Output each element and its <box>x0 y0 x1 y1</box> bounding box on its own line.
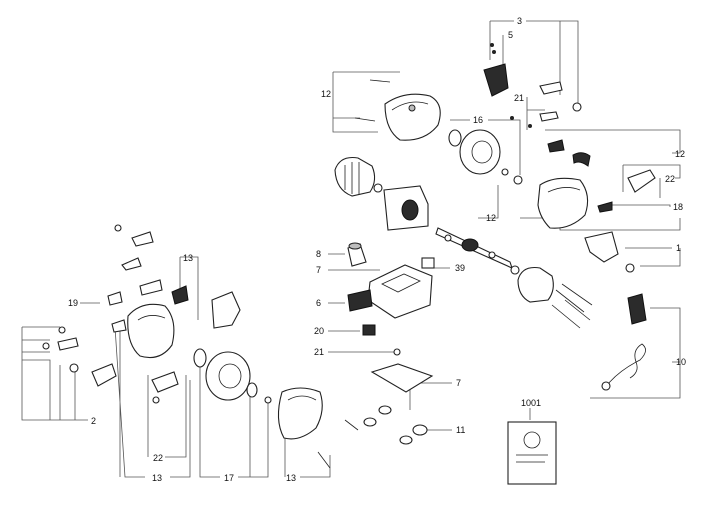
wheel-guard-top-part <box>384 93 441 141</box>
switch-part <box>347 289 373 312</box>
callout-7: 7 <box>316 265 321 275</box>
callout-21: 21 <box>314 347 324 357</box>
tie-rods-part <box>551 283 593 329</box>
callout-17: 17 <box>224 473 234 483</box>
callout-3: 3 <box>517 16 522 26</box>
manual-booklet-part <box>507 421 557 485</box>
callout-12: 12 <box>675 149 685 159</box>
callout-18: 18 <box>673 202 683 212</box>
callout-13: 13 <box>286 473 296 483</box>
callout-10: 10 <box>676 357 686 367</box>
callout-6: 6 <box>316 298 321 308</box>
callout-1001: 1001 <box>521 398 541 408</box>
wheel-guard-right-part <box>537 177 589 229</box>
callout-2: 2 <box>91 416 96 426</box>
cable-plug-part <box>627 293 647 325</box>
power-cord-part <box>607 343 646 385</box>
base-plate-part <box>370 363 434 393</box>
callout-1: 1 <box>676 243 681 253</box>
spark-deflector-left-part <box>91 363 117 387</box>
callout-12: 12 <box>321 89 331 99</box>
grinding-wheel-left-part <box>205 351 251 401</box>
spark-deflector-right-part <box>627 169 656 193</box>
callout-22: 22 <box>665 174 675 184</box>
guard-clip-part <box>483 63 509 97</box>
grinding-wheel-right-part <box>459 129 501 175</box>
callout-12: 12 <box>486 213 496 223</box>
callout-16: 16 <box>473 115 483 125</box>
callout-21: 21 <box>514 93 524 103</box>
wheel-guard-left-inner-part <box>127 303 175 359</box>
callout-5: 5 <box>508 30 513 40</box>
callout-20: 20 <box>314 326 324 336</box>
parts <box>42 43 656 485</box>
motor-cover-left-part <box>211 291 241 329</box>
rubber-foot-part <box>412 424 428 436</box>
callout-39: 39 <box>455 263 465 273</box>
callout-19: 19 <box>68 298 78 308</box>
callout-13: 13 <box>152 473 162 483</box>
motor-end-cap-left-part <box>334 156 376 197</box>
tool-rest-part <box>584 231 619 263</box>
callout-8: 8 <box>316 249 321 259</box>
callout-7: 7 <box>456 378 461 388</box>
motor-end-cap-right-part <box>517 266 554 303</box>
callout-13: 13 <box>183 253 193 263</box>
small-bracket-part <box>539 81 563 95</box>
base-housing-part <box>367 264 433 319</box>
callout-labels: 3 5 12 21 16 12 22 18 12 1 8 7 39 6 20 2… <box>68 16 686 483</box>
wheel-guard-bottom-part <box>277 387 323 440</box>
callout-22: 22 <box>153 453 163 463</box>
callout-11: 11 <box>456 425 465 435</box>
